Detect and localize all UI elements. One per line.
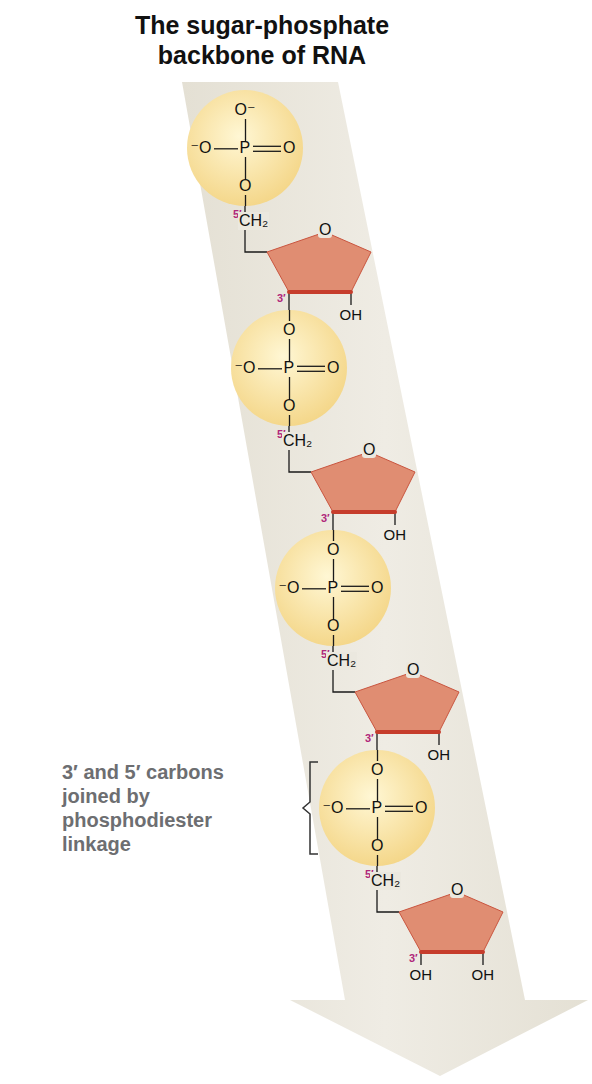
bond: [297, 371, 325, 372]
bond: [385, 811, 413, 812]
phosphate-group: O ⁻O P O O: [231, 310, 347, 426]
sugar-pentagon: [311, 448, 415, 516]
bond: [333, 635, 334, 646]
sugar-ring: [399, 892, 503, 952]
bond: [346, 808, 370, 809]
bond: [341, 591, 369, 592]
hydroxyl-group: OH: [384, 527, 407, 542]
atom-label: O: [371, 762, 383, 778]
bracket: [303, 762, 318, 854]
bond: [214, 148, 238, 149]
hydroxyl-group: OH: [410, 967, 433, 982]
atom-label: P: [240, 140, 251, 156]
bond: [377, 817, 378, 839]
bond: [253, 151, 281, 152]
atom-label: O: [371, 838, 383, 854]
methylene-group: CH₂: [370, 872, 401, 890]
sugar-pentagon: [267, 228, 371, 296]
ribose-sugar: O: [399, 888, 503, 956]
ribose-sugar: O: [267, 228, 371, 296]
ribose-sugar: O: [355, 668, 459, 736]
atom-label: O⁻: [235, 102, 256, 118]
bond-connector: [376, 732, 377, 750]
bond: [377, 855, 378, 866]
phosphate-circle-fill: [187, 90, 303, 206]
carbon-number: 3′: [409, 953, 418, 964]
methylene-group: CH₂: [238, 212, 269, 230]
bond-connector: [288, 292, 289, 310]
carbon-number: 3′: [277, 293, 286, 304]
atom-label: O: [327, 618, 339, 634]
ring-oxygen: O: [406, 662, 420, 678]
bond: [258, 368, 282, 369]
atom-label: O: [283, 322, 295, 338]
bond: [245, 195, 246, 206]
atom-label: ⁻O: [191, 140, 212, 156]
direction-arrow: [182, 82, 588, 1076]
atom-label: O: [371, 580, 383, 596]
bond: [333, 530, 334, 541]
bond: [289, 377, 290, 399]
bond: [289, 415, 290, 426]
methylene-group: CH₂: [326, 652, 357, 670]
atom-label: O: [283, 140, 295, 156]
phosphate-group: O⁻ ⁻O P O O: [187, 90, 303, 206]
title: The sugar-phosphate backbone of RNA: [92, 10, 432, 70]
phosphate-circle-fill: [319, 750, 435, 866]
phosphate-group: O ⁻O P O O: [319, 750, 435, 866]
hydroxyl-group: OH: [472, 967, 495, 982]
atom-label: O: [327, 542, 339, 558]
bond: [253, 146, 281, 147]
sugar-ring: [267, 232, 371, 292]
annotation: 3′ and 5′ carbons joined by phosphodiest…: [62, 760, 267, 856]
bond: [385, 806, 413, 807]
sugar-pentagon: [355, 668, 459, 736]
bond: [377, 750, 378, 761]
atom-label: P: [328, 580, 339, 596]
atom-label: P: [284, 360, 295, 376]
atom-label: O: [327, 360, 339, 376]
bond: [377, 779, 378, 801]
sugar-front-edge: [421, 950, 483, 954]
bond: [333, 597, 334, 619]
atom-label: ⁻O: [279, 580, 300, 596]
bond-connector: [332, 512, 333, 530]
bond: [297, 366, 325, 367]
sugar-front-edge: [289, 290, 351, 294]
ring-oxygen: O: [362, 442, 376, 458]
sugar-front-edge: [333, 510, 395, 514]
phosphate-group: O ⁻O P O O: [275, 530, 391, 646]
atom-label: O: [283, 398, 295, 414]
hydroxyl-group: OH: [428, 747, 451, 762]
bond: [289, 310, 290, 321]
atom-label: ⁻O: [235, 360, 256, 376]
carbon-number: 3′: [365, 733, 374, 744]
methylene-group: CH₂: [282, 432, 313, 450]
bond: [341, 586, 369, 587]
atom-label: P: [372, 800, 383, 816]
sugar-pentagon: [399, 888, 503, 956]
bond: [289, 339, 290, 361]
ring-oxygen: O: [450, 882, 464, 898]
sugar-ring: [311, 452, 415, 512]
sugar-ring: [355, 672, 459, 732]
phosphate-circle-fill: [231, 310, 347, 426]
bond: [302, 588, 326, 589]
bond: [245, 157, 246, 179]
hydroxyl-group: OH: [340, 307, 363, 322]
atom-label: O: [415, 800, 427, 816]
ribose-sugar: O: [311, 448, 415, 516]
sugar-front-edge: [377, 730, 439, 734]
atom-label: ⁻O: [323, 800, 344, 816]
phosphate-circle-fill: [275, 530, 391, 646]
ring-oxygen: O: [318, 222, 332, 238]
carbon-number: 3′: [321, 513, 330, 524]
bond: [333, 559, 334, 581]
atom-label: O: [239, 178, 251, 194]
bond: [245, 119, 246, 141]
